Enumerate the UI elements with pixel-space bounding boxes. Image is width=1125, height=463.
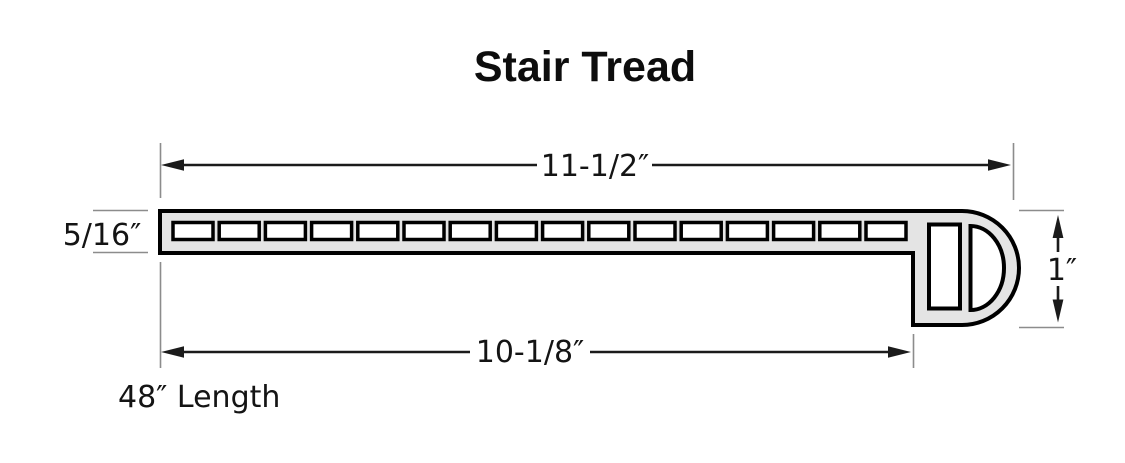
dimension-nose-height: 1″ [1019,209,1077,329]
groove-slot [309,220,354,242]
diagram-title: Stair Tread [474,43,696,91]
dimension-overall-width: 11-1/2″ [159,143,1015,200]
arrowhead-left-icon [161,159,184,171]
groove-slot [402,220,446,242]
groove-slot [263,220,308,242]
arrowhead-right-icon [888,346,911,358]
groove-slot [448,220,492,242]
arrowhead-down-icon [1052,299,1064,323]
groove-slot [818,220,862,242]
nose-d-chamber [968,223,1006,313]
groove-slots [171,220,908,242]
groove-slot [171,220,215,242]
arrowhead-right-icon [988,159,1011,171]
groove-slot [494,220,539,242]
groove-slot [725,220,770,242]
groove-slot [679,220,723,242]
nose-rect-chamber [927,222,962,311]
groove-slot [540,220,585,242]
groove-slot [633,220,677,242]
groove-slot [217,220,261,242]
nose-height-label: 1″ [1047,253,1077,288]
dimension-underside-width: 10-1/8″ [159,262,915,370]
groove-slot [771,220,816,242]
arrowhead-up-icon [1052,215,1064,238]
arrowhead-left-icon [161,346,184,358]
dimension-thickness: 5/16″ [63,209,148,254]
groove-slot [587,220,631,242]
groove-slot [356,220,400,242]
tread-profile [158,209,1021,327]
thickness-label: 5/16″ [63,218,142,253]
groove-slot [864,220,908,242]
underside-width-label: 10-1/8″ [476,335,585,370]
length-note-label: 48″ Length [118,380,280,415]
overall-width-label: 11-1/2″ [541,149,650,184]
